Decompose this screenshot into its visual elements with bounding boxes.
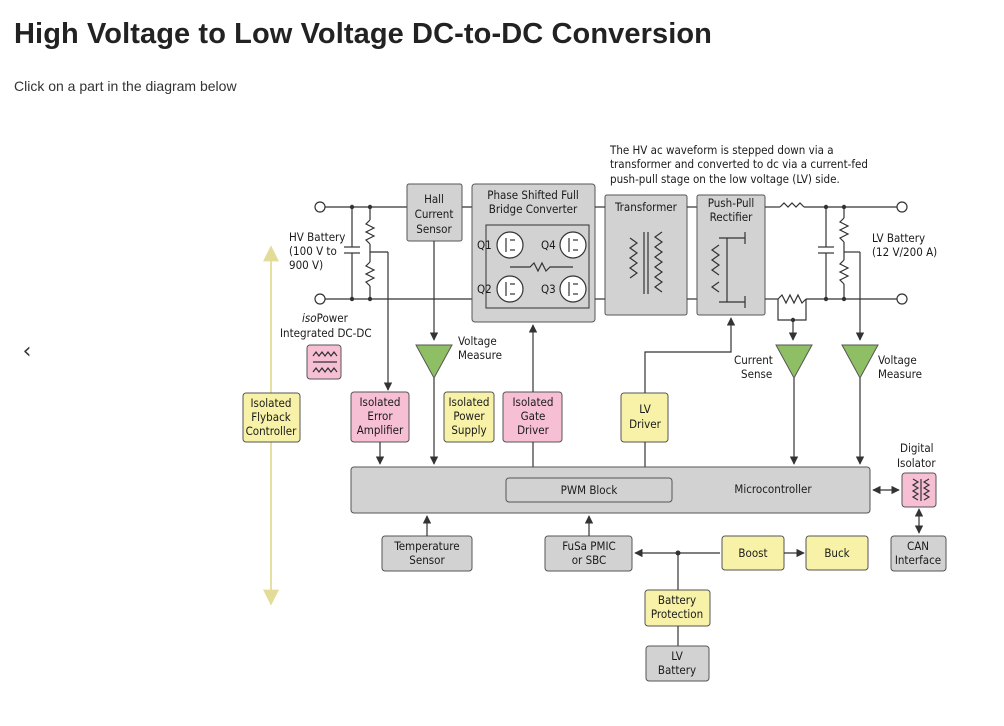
voltage-measure-hv-amplifier[interactable]: Voltage Measure [415, 334, 502, 380]
label-vml0: Voltage [878, 353, 917, 367]
label-buck: Buck [824, 546, 849, 560]
label-ea1: Error [367, 409, 393, 423]
push-pull-rectifier[interactable]: Push-Pull Rectifier [696, 194, 766, 316]
label-can0: CAN [907, 539, 929, 553]
hv-battery-label: HV Battery (100 V to 900 V) [289, 230, 345, 272]
label-hall1: Current [415, 207, 454, 221]
label-di0: Digital [900, 441, 934, 455]
label-boost: Boost [738, 546, 767, 560]
label-ts1: Sensor [409, 553, 445, 567]
label-fu0: FuSa PMIC [562, 539, 616, 553]
lv-rails [765, 201, 908, 341]
label-iso1: Power [317, 311, 349, 325]
label-vmh1: Measure [458, 348, 502, 362]
label-lbx1: Battery [658, 663, 696, 677]
label-ip2: Supply [451, 423, 486, 437]
label-bp1: Protection [651, 607, 703, 621]
label-fb0: Isolated [251, 396, 292, 410]
label-ea0: Isolated [360, 395, 401, 409]
label-note0: The HV ac waveform is stepped down via a [609, 143, 834, 157]
isolated-power-supply[interactable]: Isolated Power Supply [443, 391, 495, 443]
label-pp0: Push-Pull [708, 196, 755, 210]
phase-shifted-full-bridge-converter[interactable]: Phase Shifted Full Bridge Converter Q1 Q… [471, 183, 596, 323]
label-hv1: (100 V to [289, 244, 337, 258]
label-ip0: Isolated [449, 395, 490, 409]
can-interface[interactable]: CAN Interface [890, 535, 947, 572]
label-q1: Q1 [477, 238, 492, 252]
transformer[interactable]: Transformer [604, 194, 688, 316]
label-vml1: Measure [878, 367, 922, 381]
label-mcu: Microcontroller [734, 482, 812, 496]
label-cs0: Current [734, 353, 773, 367]
digital-isolator-label: Digital Isolator [897, 441, 936, 470]
label-ip1: Power [453, 409, 485, 423]
label-ts0: Temperature [393, 539, 459, 553]
label-gd0: Isolated [513, 395, 554, 409]
pwm-block[interactable]: PWM Block [505, 477, 673, 503]
isopower-label: isoPower Integrated DC-DC [280, 311, 372, 340]
isolated-gate-driver[interactable]: Isolated Gate Driver [502, 391, 563, 443]
boost-converter[interactable]: Boost [721, 535, 785, 571]
current-sense-amplifier[interactable]: Current Sense [734, 344, 813, 381]
label-gd1: Gate [521, 409, 546, 423]
label-hv0: HV Battery [289, 230, 345, 244]
lv-battery[interactable]: LV Battery [645, 645, 710, 682]
label-q3: Q3 [541, 282, 556, 296]
label-cs1: Sense [741, 367, 772, 381]
hall-current-sensor[interactable]: Hall Current Sensor [406, 183, 463, 242]
label-lbx0: LV [671, 649, 683, 663]
label-di1: Isolator [897, 456, 936, 470]
label-ps0: Phase Shifted Full [487, 188, 579, 202]
label-pwm: PWM Block [561, 483, 618, 497]
label-q4: Q4 [541, 238, 556, 252]
label-hv2: 900 V) [289, 258, 323, 272]
label-lvb0: LV Battery [872, 231, 925, 245]
label-lvd1: Driver [629, 417, 662, 431]
svg-text:isoPower: isoPower [302, 311, 349, 325]
isolated-error-amplifier[interactable]: Isolated Error Amplifier [350, 391, 410, 443]
label-hall0: Hall [424, 192, 444, 206]
isopower-transformer-icon[interactable] [306, 344, 342, 380]
label-ea2: Amplifier [357, 423, 404, 437]
lv-driver[interactable]: LV Driver [620, 392, 669, 443]
label-hall2: Sensor [416, 222, 452, 236]
label-ps1: Bridge Converter [489, 202, 578, 216]
label-vmh0: Voltage [458, 334, 497, 348]
label-bp0: Battery [658, 593, 696, 607]
label-q2: Q2 [477, 282, 492, 296]
isolated-flyback-controller[interactable]: Isolated Flyback Controller [242, 392, 301, 443]
label-tr: Transformer [614, 200, 678, 214]
label-lvb1: (12 V/200 A) [872, 245, 937, 259]
lv-battery-label: LV Battery (12 V/200 A) [872, 231, 937, 259]
battery-protection[interactable]: Battery Protection [644, 589, 711, 627]
label-fu1: or SBC [572, 553, 607, 567]
chevron-left-icon[interactable]: ‹ [22, 338, 32, 364]
description-note: The HV ac waveform is stepped down via a… [609, 143, 868, 186]
label-fb2: Controller [246, 424, 298, 438]
label-fb1: Flyback [251, 410, 291, 424]
buck-converter[interactable]: Buck [805, 535, 869, 571]
page-subtitle: Click on a part in the diagram below [14, 78, 237, 94]
digital-isolator[interactable] [901, 472, 937, 508]
label-iso0: iso [302, 311, 317, 325]
temperature-sensor[interactable]: Temperature Sensor [381, 535, 473, 572]
label-gd2: Driver [517, 423, 550, 437]
voltage-measure-lv-amplifier[interactable]: Voltage Measure [841, 344, 922, 381]
label-iso2: Integrated DC-DC [280, 326, 372, 340]
label-lvd0: LV [639, 402, 651, 416]
label-note1: transformer and converted to dc via a cu… [610, 157, 868, 171]
label-note2: push-pull stage on the low voltage (LV) … [610, 172, 840, 186]
fusa-pmic-or-sbc[interactable]: FuSa PMIC or SBC [544, 535, 633, 572]
label-can1: Interface [895, 553, 941, 567]
page-title: High Voltage to Low Voltage DC-to-DC Con… [14, 18, 712, 50]
label-pp1: Rectifier [710, 210, 754, 224]
